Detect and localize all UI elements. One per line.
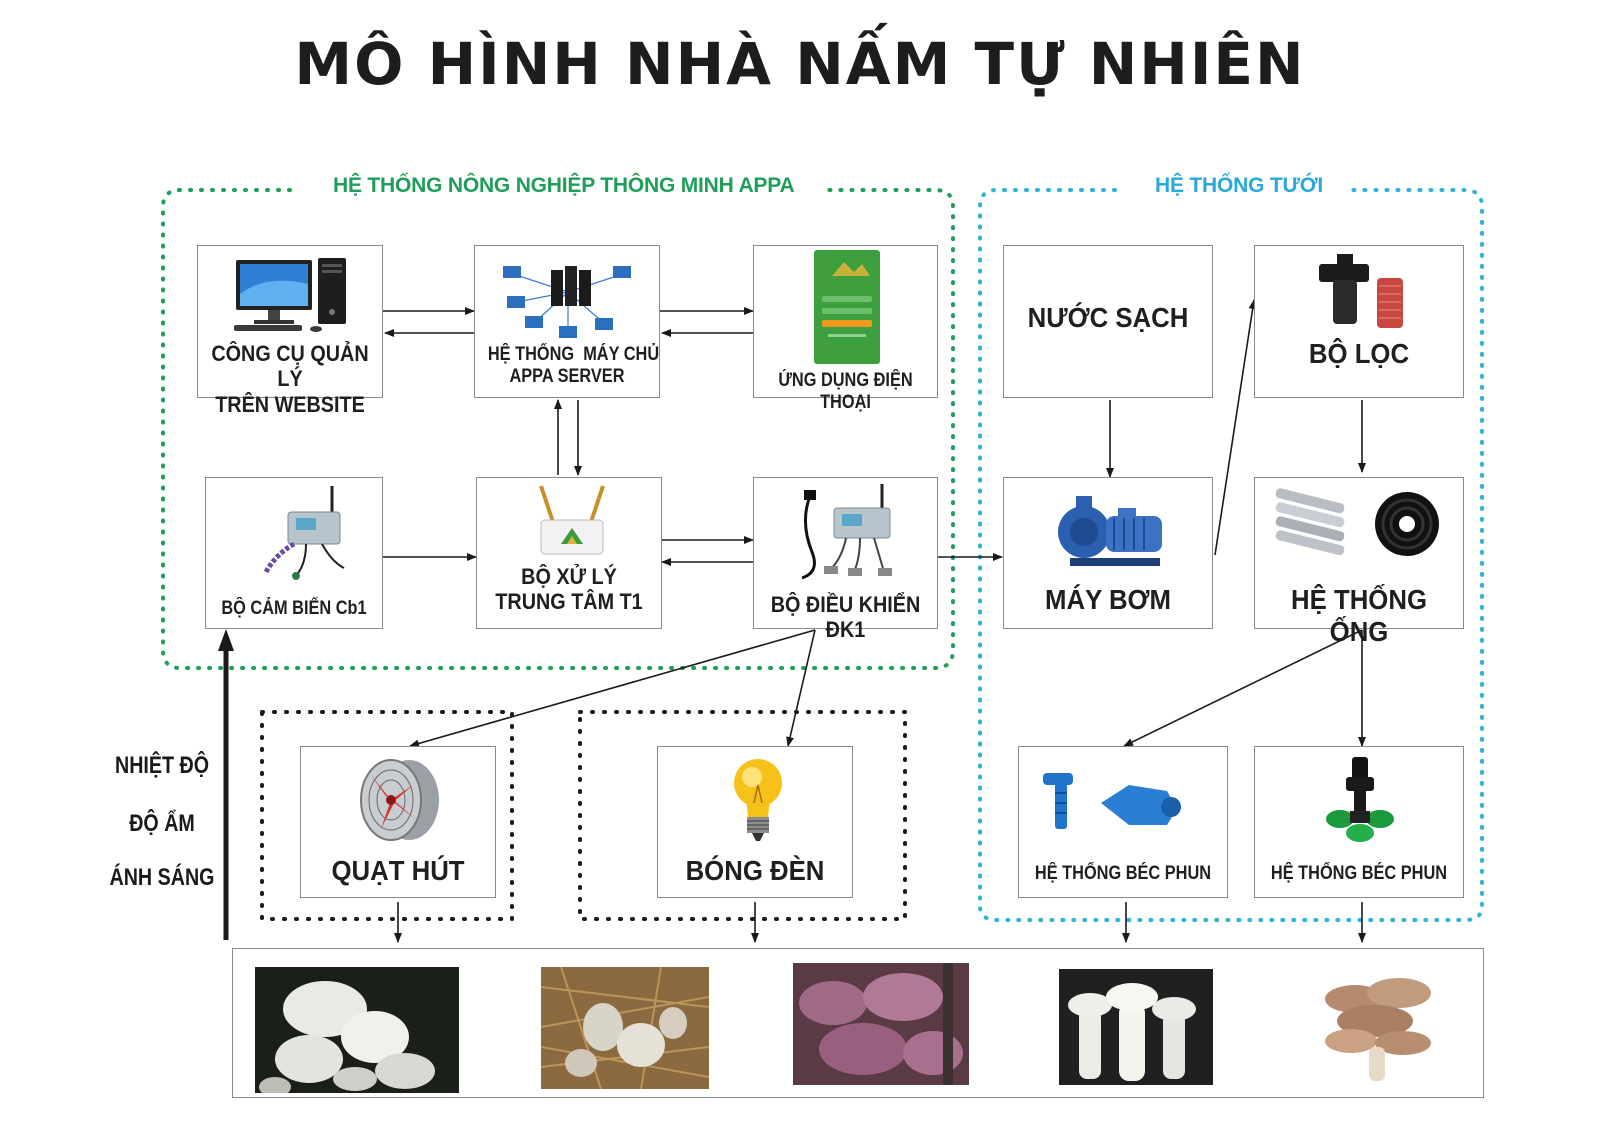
exhaust-fan-icon — [360, 759, 439, 841]
king-oyster-mushroom-photo — [1059, 969, 1213, 1085]
sprinkler-1-label: HỆ THỐNG BÉC PHUN — [1034, 863, 1212, 884]
node-fan: QUẠT HÚT — [300, 746, 496, 898]
pipes-icon — [1275, 488, 1439, 556]
server-label: HỆ THỐNG MÁY CHỦ APPA SERVER — [487, 344, 660, 388]
node-filter: BỘ LỌC — [1254, 245, 1464, 398]
node-processor: BỘ XỬ LÝ TRUNG TÂM T1 — [476, 477, 662, 629]
arrow-controller-to-bulb — [786, 629, 816, 747]
smartphone-app-icon — [814, 250, 880, 364]
appa-group-title: HỆ THỐNG NÔNG NGHIỆP THÔNG MINH APPA — [323, 174, 805, 198]
processor-label: BỘ XỬ LÝ TRUNG TÂM T1 — [486, 564, 652, 615]
page-title: MÔ HÌNH NHÀ NẤM TỰ NHIÊN — [294, 30, 1306, 98]
appa-group-title-text: HỆ THỐNG NÔNG NGHIỆP THÔNG MINH APPA — [333, 174, 795, 197]
env-label-light: ÁNH SÁNG — [109, 864, 215, 891]
irrigation-group-title: HỆ THỐNG TƯỚI — [1145, 174, 1334, 198]
web-tool-label: CÔNG CỤ QUẢN LÝ TRÊN WEBSITE — [207, 341, 373, 417]
node-bulb: BÓNG ĐÈN — [657, 746, 853, 898]
water-pump-icon — [1058, 496, 1162, 566]
processor-label-line-1: BỘ XỬ LÝ — [521, 564, 617, 589]
processor-label-line-2: TRUNG TÂM T1 — [495, 589, 643, 615]
web-tool-label-line-1: CÔNG CỤ QUẢN LÝ — [211, 341, 369, 392]
pipes-label: HỆ THỐNG ỐNG — [1291, 584, 1427, 648]
button-mushroom-photo — [255, 967, 459, 1093]
fan-label: QUẠT HÚT — [331, 855, 465, 886]
router-icon — [539, 485, 605, 555]
node-server: HỆ THỐNG MÁY CHỦ APPA SERVER — [474, 245, 660, 398]
bulb-label: BÓNG ĐÈN — [685, 855, 825, 886]
light-bulb-icon — [734, 759, 782, 841]
node-clean-water: NƯỚC SẠCH — [1003, 245, 1213, 398]
oyster-mushroom-photo — [1315, 963, 1441, 1089]
sensor-label: BỘ CẢM BIẾN Cb1 — [221, 598, 367, 619]
node-pipes: HỆ THỐNG ỐNG — [1254, 477, 1464, 647]
water-filter-icon — [1319, 254, 1403, 328]
web-tool-label-line-2: TRÊN WEBSITE — [215, 391, 365, 417]
server-network-icon — [503, 266, 631, 338]
env-label-temperature: NHIỆT ĐỘ — [114, 752, 210, 779]
mist-nozzle-icon — [1326, 757, 1394, 842]
node-phone-app: ỨNG DỤNG ĐIỆN THOẠI — [753, 245, 938, 413]
node-sensor: BỘ CẢM BIẾN Cb1 — [205, 477, 383, 629]
controller-label: BỘ ĐIỀU KHIỂN ĐK1 — [770, 592, 921, 643]
wood-ear-mushroom-photo — [793, 963, 969, 1085]
node-sprinkler-2: HỆ THỐNG BÉC PHUN — [1254, 746, 1464, 898]
node-pump: MÁY BƠM — [1003, 477, 1213, 629]
arrow-pump-to-filter — [1214, 299, 1257, 556]
irrigation-group-title-text: HỆ THỐNG TƯỚI — [1155, 174, 1324, 197]
sprinkler-2-label: HỆ THỐNG BÉC PHUN — [1270, 863, 1448, 884]
arrow-controller-to-fan — [409, 629, 816, 748]
sensor-device-icon — [263, 486, 345, 580]
phone-app-label: ỨNG DỤNG ĐIỆN THOẠI — [778, 370, 913, 413]
pump-label: MÁY BƠM — [1045, 584, 1171, 615]
filter-label: BỘ LỌC — [1308, 338, 1410, 369]
controller-device-icon — [801, 484, 892, 580]
straw-mushroom-photo — [541, 967, 709, 1089]
desktop-computer-icon — [234, 258, 346, 332]
clean-water-label: NƯỚC SẠCH — [1027, 302, 1189, 333]
sprinkler-nozzle-icon — [1043, 773, 1181, 829]
env-label-humidity: ĐỘ ẨM — [129, 810, 195, 837]
server-label-line-1: HỆ THỐNG MÁY CHỦ — [487, 344, 660, 365]
mushroom-strip — [232, 948, 1484, 1098]
node-sprinkler-1: HỆ THỐNG BÉC PHUN — [1018, 746, 1228, 898]
node-controller: BỘ ĐIỀU KHIỂN ĐK1 — [753, 477, 938, 642]
server-label-line-2: APPA SERVER — [509, 365, 625, 387]
node-web-tool: CÔNG CỤ QUẢN LÝ TRÊN WEBSITE — [197, 245, 383, 417]
